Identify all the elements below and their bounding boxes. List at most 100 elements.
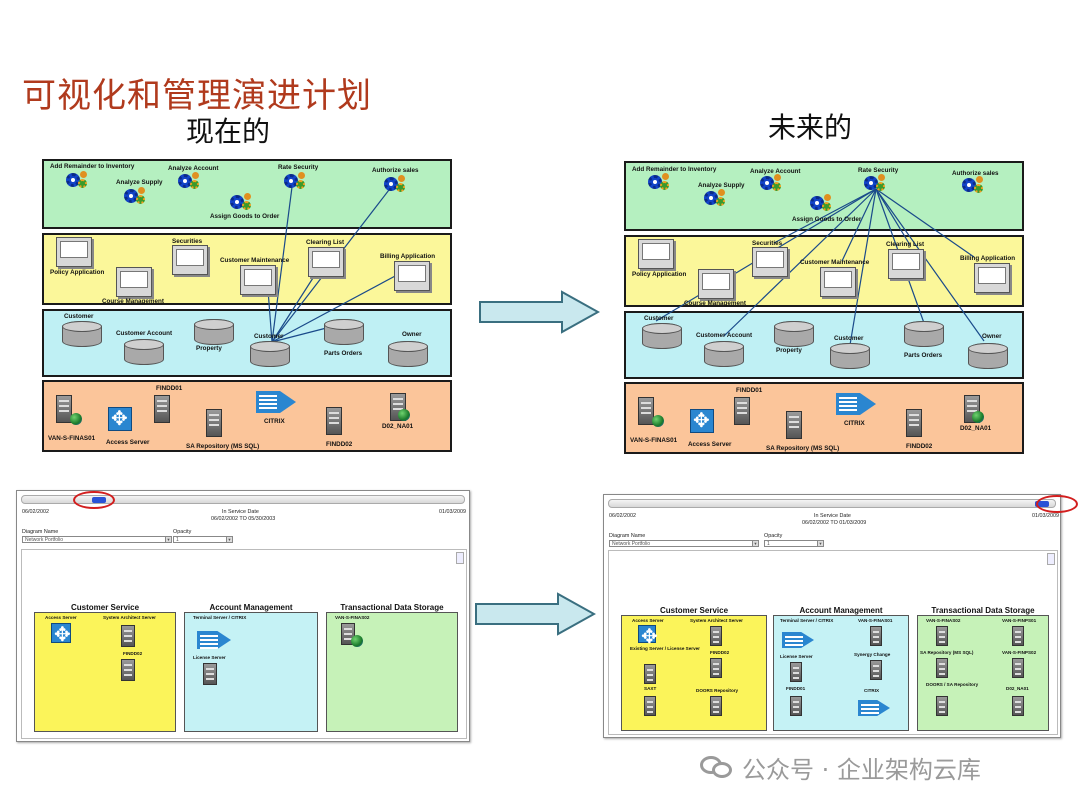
server-icon <box>870 626 882 646</box>
diagram-name-value: Network Portfolio <box>612 541 651 547</box>
data-label: Customer Account <box>116 330 173 337</box>
application-icon <box>974 263 1010 293</box>
diagram-name-label: Diagram Name <box>609 533 646 539</box>
opacity-label: Opacity <box>173 529 192 535</box>
server-icon <box>870 660 882 680</box>
node-label: Access Server <box>45 615 77 620</box>
data-label: Customer <box>644 315 674 322</box>
citrix-icon <box>858 700 890 716</box>
server-icon <box>734 397 750 425</box>
diagram-name-select[interactable]: Network Portfolio ▼ <box>609 540 759 547</box>
server-icon <box>121 625 135 647</box>
future-label: 未来的 <box>768 111 853 144</box>
node-label: FINDD01 <box>786 686 806 691</box>
dropdown-arrow-icon[interactable]: ▼ <box>165 537 171 542</box>
node-label: SA Repository (MS SQL) <box>920 650 974 655</box>
server-icon <box>790 696 802 716</box>
server-icon <box>154 395 170 423</box>
application-icon <box>638 239 674 269</box>
application-label: Billing Application <box>380 253 436 260</box>
node-label: Synergy Change <box>854 652 891 657</box>
server-icon <box>936 626 948 646</box>
process-gear-icon <box>704 189 725 207</box>
data-layer <box>624 311 1024 379</box>
application-icon <box>394 261 430 291</box>
dropdown-arrow-icon[interactable]: ▼ <box>817 541 823 546</box>
process-label: Analyze Supply <box>116 179 163 186</box>
database-icon <box>324 319 364 345</box>
application-label: Course Management <box>684 300 746 307</box>
opacity-select[interactable]: 1▼ <box>764 540 824 547</box>
panel-account-management: Account Management Terminal Server / CIT… <box>773 606 909 731</box>
server-icon <box>936 696 948 716</box>
highlight-ring <box>73 491 115 509</box>
panel-title: Customer Service <box>659 606 729 615</box>
current-architecture-diagram: Add Remainder to Inventory Analyze Suppl… <box>42 159 452 454</box>
diagram-canvas: Customer Service Access Server System Ar… <box>21 549 467 739</box>
node-label: VAN-S-FINPS02 <box>1002 650 1037 655</box>
scroll-button[interactable] <box>1047 553 1055 565</box>
infrastructure-layer <box>624 382 1024 454</box>
process-label: Add Remainder to Inventory <box>632 166 717 173</box>
server-icon <box>906 409 922 437</box>
scroll-button[interactable] <box>456 552 464 564</box>
infrastructure-label: FINDD02 <box>326 441 353 448</box>
process-label: Rate Security <box>858 167 899 174</box>
node-label: DOORS / SA Repository <box>926 682 979 687</box>
process-gear-icon <box>648 173 669 191</box>
future-portfolio-screen: 06/02/2002 In Service Date 06/02/2002 TO… <box>603 494 1078 738</box>
application-icon <box>56 237 92 267</box>
node-label: DOORS Repository <box>696 688 739 693</box>
application-icon <box>116 267 152 297</box>
process-label: Rate Security <box>278 164 319 171</box>
infrastructure-label: SA Repository (MS SQL) <box>766 445 840 452</box>
dropdown-arrow-icon[interactable]: ▼ <box>226 537 232 542</box>
database-icon <box>124 339 164 365</box>
opacity-select[interactable]: 1▼ <box>173 536 233 543</box>
database-icon <box>62 321 102 347</box>
database-icon <box>968 343 1008 369</box>
transition-arrow-icon <box>479 290 600 334</box>
citrix-icon <box>836 393 876 415</box>
globe-icon <box>972 411 984 423</box>
transition-arrow-icon <box>475 592 596 636</box>
server-icon <box>790 662 802 682</box>
start-date: 06/02/2002 <box>609 513 636 519</box>
server-icon <box>121 659 135 681</box>
node-label: System Architect Server <box>103 615 156 620</box>
application-label: Customer Maintenance <box>800 259 870 266</box>
application-icon <box>240 265 276 295</box>
date-range: 06/02/2002 TO 01/03/2009 <box>802 520 867 526</box>
server-icon <box>1012 626 1024 646</box>
current-portfolio-screen: 06/02/2002 In Service Date 06/02/2002 TO… <box>16 490 470 742</box>
node-label: VAN-S-FINPS01 <box>1002 618 1037 623</box>
panel-title: Transactional Data Storage <box>340 603 444 612</box>
server-icon <box>638 397 654 425</box>
diagram-name-select[interactable]: Network Portfolio▼ <box>22 536 172 543</box>
highlight-ring <box>1036 495 1078 513</box>
process-label: Add Remainder to Inventory <box>50 163 135 170</box>
data-label: Parts Orders <box>904 352 943 359</box>
opacity-label: Opacity <box>764 533 783 539</box>
process-label: Authorize sales <box>952 170 999 177</box>
process-label: Analyze Account <box>168 165 219 172</box>
dropdown-arrow-icon[interactable]: ▼ <box>752 541 758 546</box>
current-label: 现在的 <box>186 115 271 148</box>
node-label: VAN-S-FINAS02 <box>335 615 370 620</box>
node-label: Existing Server / License Server <box>630 646 700 651</box>
process-gear-icon <box>810 194 831 212</box>
infrastructure-label: VAN-S-FINAS01 <box>48 435 96 442</box>
database-icon <box>774 321 814 347</box>
in-service-label: In Service Date <box>814 513 851 519</box>
process-gear-icon <box>178 172 199 190</box>
process-label: Assign Goods to Order <box>792 216 862 223</box>
access-server-icon <box>690 409 714 433</box>
node-label: D02_NA01 <box>1006 686 1029 691</box>
node-label: FINDD02 <box>123 651 143 656</box>
service-date-slider[interactable] <box>608 499 1056 508</box>
server-icon <box>644 696 656 716</box>
server-icon <box>56 395 72 423</box>
application-label: Policy Application <box>50 269 105 276</box>
panel-customer-service: Customer Service Access Server System Ar… <box>621 606 767 731</box>
infrastructure-label: CITRIX <box>264 418 285 425</box>
